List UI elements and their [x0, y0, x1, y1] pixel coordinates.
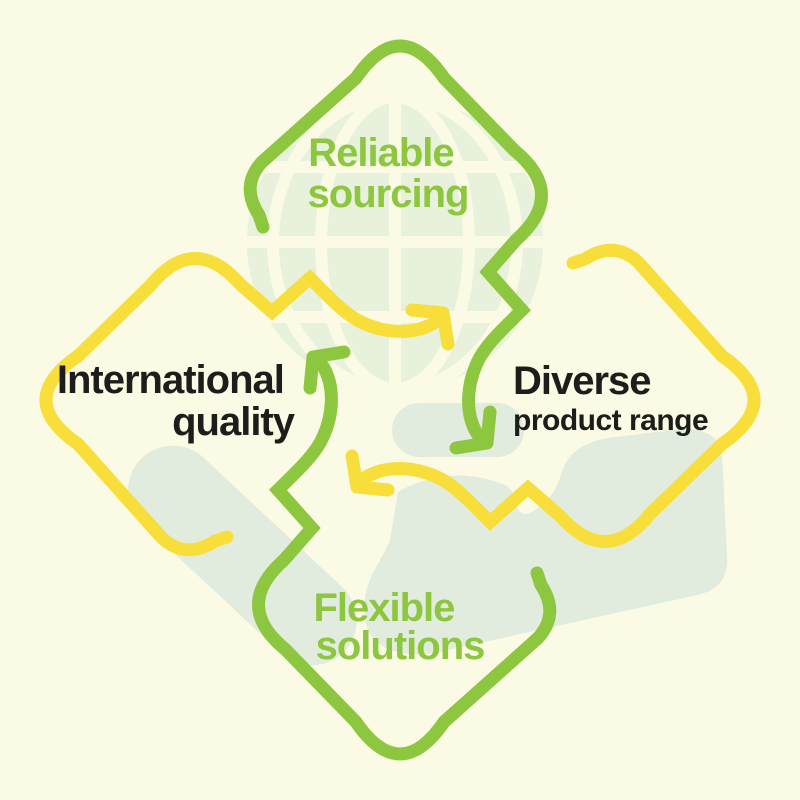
label-line: quality [172, 400, 296, 444]
label-line: Reliable [308, 131, 453, 175]
label-line: product range [513, 404, 708, 437]
label-line: International [57, 358, 284, 402]
globe-icon [247, 95, 543, 391]
label-flexible-solutions: Flexible solutions [313, 586, 484, 668]
label-line: solutions [316, 624, 485, 668]
label-international-quality: International quality [57, 358, 296, 444]
label-line: Flexible [313, 586, 454, 630]
label-line: Diverse [513, 359, 651, 403]
label-reliable-sourcing: Reliable sourcing [308, 131, 469, 216]
label-diverse-product-range: Diverse product range [513, 359, 708, 437]
label-line: sourcing [308, 172, 469, 216]
